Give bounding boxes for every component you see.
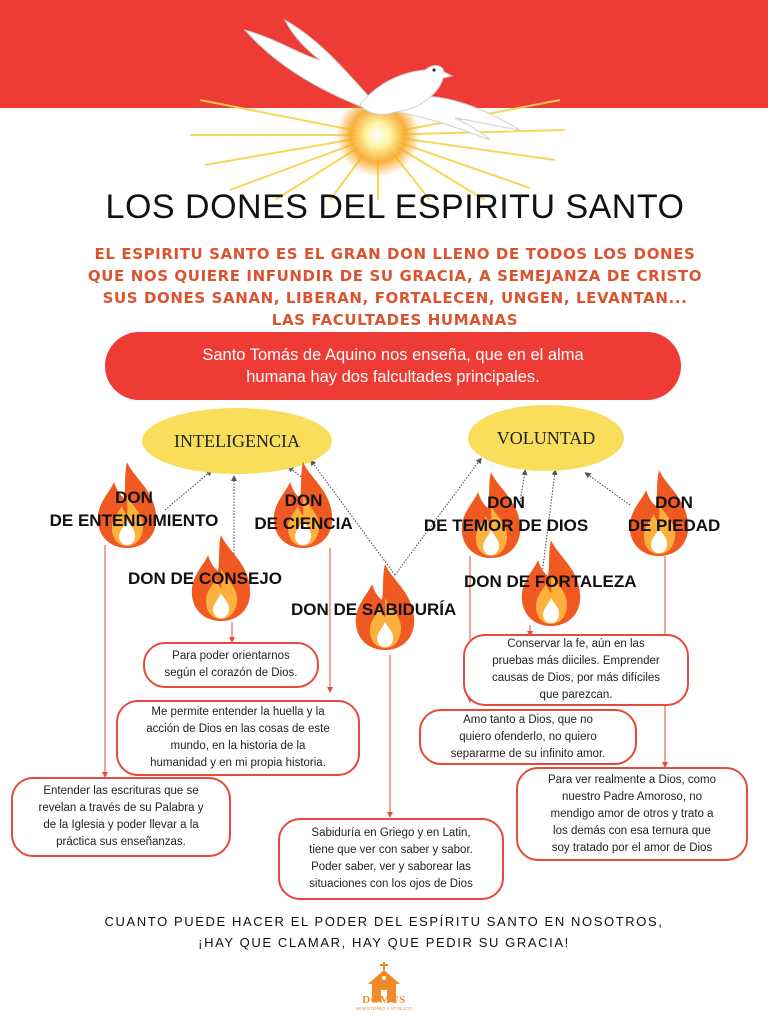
dove-left-wing — [243, 18, 373, 111]
subtitle-line: QUE NOS QUIERE INFUNDIR DE SU GRACIA, A … — [87, 267, 703, 285]
footer-line: ¡HAY QUE CLAMAR, HAY QUE PEDIR SU GRACIA… — [198, 935, 570, 950]
desc-line: Entender las escrituras que se — [43, 785, 199, 797]
desc-line: pruebas más diiciles. Emprender — [492, 655, 660, 667]
gift-label: DE TEMOR DE DIOS — [423, 516, 589, 535]
banner-line: Santo Tomás de Aquino nos enseña, que en… — [202, 346, 584, 364]
gift-label: DE ENTENDIMIENTO — [49, 511, 219, 530]
gift-temor-de-dios: DON DE TEMOR DE DIOS — [408, 491, 604, 537]
gift-entendimiento: DON DE ENTENDIMIENTO — [34, 486, 234, 532]
page-title: LOS DONES DEL ESPIRITU SANTO — [105, 188, 685, 226]
desc-line: Me permite entender la huella y la — [151, 706, 325, 718]
desc-entendimiento: Entender las escrituras que se revelan a… — [11, 777, 231, 857]
desc-line: Poder saber, ver y saborear las — [311, 861, 471, 873]
desc-line: Para ver realmente a Dios, como — [547, 773, 717, 786]
desc-line: situaciones con los ojos de Dios — [309, 878, 473, 890]
desc-line: Sabiduría en Griego y en Latin, — [311, 827, 471, 839]
desc-piedad: Para ver realmente a Dios, como nuestro … — [516, 767, 748, 861]
footer-line: CUANTO PUEDE HACER EL PODER DEL ESPÍRITU… — [104, 914, 664, 929]
dove-body — [359, 65, 454, 115]
desc-line: humanidad y en mi propia historia. — [150, 757, 326, 769]
subtitle-line: LAS FACULTADES HUMANAS — [271, 311, 519, 329]
desc-sabiduria: Sabiduría en Griego y en Latin, tiene qu… — [278, 818, 504, 900]
gift-label: DON DE SABIDURÍA — [291, 600, 457, 619]
flame-icon — [97, 462, 157, 548]
faculty-label: VOLUNTAD — [496, 427, 596, 448]
flame-icon — [521, 540, 581, 626]
flame-icon — [191, 535, 251, 621]
desc-line: soy tratado por el amor de Dios — [551, 841, 713, 854]
dove-right-wing — [394, 95, 521, 141]
flame-icon — [461, 472, 521, 558]
desc-ciencia: Me permite entender la huella y la acció… — [116, 700, 360, 776]
gift-label: DON DE FORTALEZA — [464, 572, 637, 591]
subtitle-line: SUS DONES SANAN, LIBERAN, FORTALECEN, UN… — [102, 289, 688, 307]
desc-line: Amo tanto a Dios, que no — [463, 713, 593, 726]
gift-label: DE PIEDAD — [627, 516, 721, 535]
holy-spirit-dove-illustration — [190, 18, 566, 200]
flame-icon — [273, 462, 333, 548]
faculty-inteligencia: INTELIGENCIA — [142, 408, 332, 474]
page-subtitle: EL ESPIRITU SANTO ES EL GRAN DON LLENO D… — [0, 243, 768, 331]
gift-piedad: DON DE PIEDAD — [618, 491, 730, 537]
faculty-voluntad: VOLUNTAD — [468, 405, 624, 471]
desc-line: Conservar la fe, aún en las — [507, 638, 645, 650]
gift-label: DON DE CONSEJO — [128, 569, 282, 588]
logo-tagline: MINISTERIO CATOLICO — [356, 1006, 412, 1011]
gift-label: DON — [655, 493, 693, 512]
gift-fortaleza: DON DE FORTALEZA — [464, 570, 637, 593]
desc-line: práctica sus enseñanzas. — [56, 836, 186, 848]
aquinas-banner: Santo Tomás de Aquino nos enseña, que en… — [105, 332, 681, 400]
church-logo-icon — [368, 962, 400, 1002]
gift-consejo: DON DE CONSEJO — [128, 567, 282, 590]
desc-line: Para poder orientarnos — [172, 650, 290, 662]
flame-icon — [355, 564, 415, 650]
gift-label: DON — [284, 491, 323, 510]
desc-line: mundo, en la historia de la — [170, 740, 306, 752]
desc-line: que parezcan. — [539, 689, 613, 701]
footer-message: CUANTO PUEDE HACER EL PODER DEL ESPÍRITU… — [0, 911, 768, 953]
desc-line: quiero ofenderlo, no quiero — [459, 730, 597, 743]
desc-line: mendigo amor de otros y trato a — [550, 807, 714, 820]
desc-line: separarme de su infinito amor. — [450, 747, 606, 760]
subtitle-line: EL ESPIRITU SANTO ES EL GRAN DON LLENO D… — [94, 245, 696, 263]
gift-ciencia: DON DE CIENCIA — [246, 489, 361, 535]
desc-consejo: Para poder orientarnos según el corazón … — [143, 642, 319, 688]
desc-line: causas de Dios, por más difíciles — [491, 672, 661, 684]
flame-icon — [629, 470, 689, 556]
banner-line: humana hay dos falcultades principales. — [246, 368, 540, 386]
desc-temor-de-dios: Amo tanto a Dios, que no quiero ofenderl… — [419, 709, 637, 765]
desc-line: según el corazón de Dios. — [164, 667, 298, 679]
desc-line: tiene que ver con saber y sabor. — [309, 844, 473, 856]
desc-line: revelan a través de su Palabra y — [38, 802, 204, 814]
desc-line: de la Iglesia y poder llevar a la — [43, 819, 199, 831]
faculty-label: INTELIGENCIA — [174, 430, 300, 451]
gift-label: DE CIENCIA — [254, 514, 353, 533]
gift-label: DON — [487, 493, 525, 512]
desc-line: acción de Dios en las cosas de este — [146, 723, 330, 735]
gift-label: DON — [115, 488, 153, 507]
desc-line: los demás con esa ternura que — [553, 824, 711, 837]
desc-fortaleza: Conservar la fe, aún en las pruebas más … — [463, 634, 689, 706]
logo-name: DOMUS — [362, 994, 406, 1006]
desc-line: nuestro Padre Amoroso, no — [562, 790, 702, 803]
gift-sabiduria: DON DE SABIDURÍA — [291, 598, 456, 621]
